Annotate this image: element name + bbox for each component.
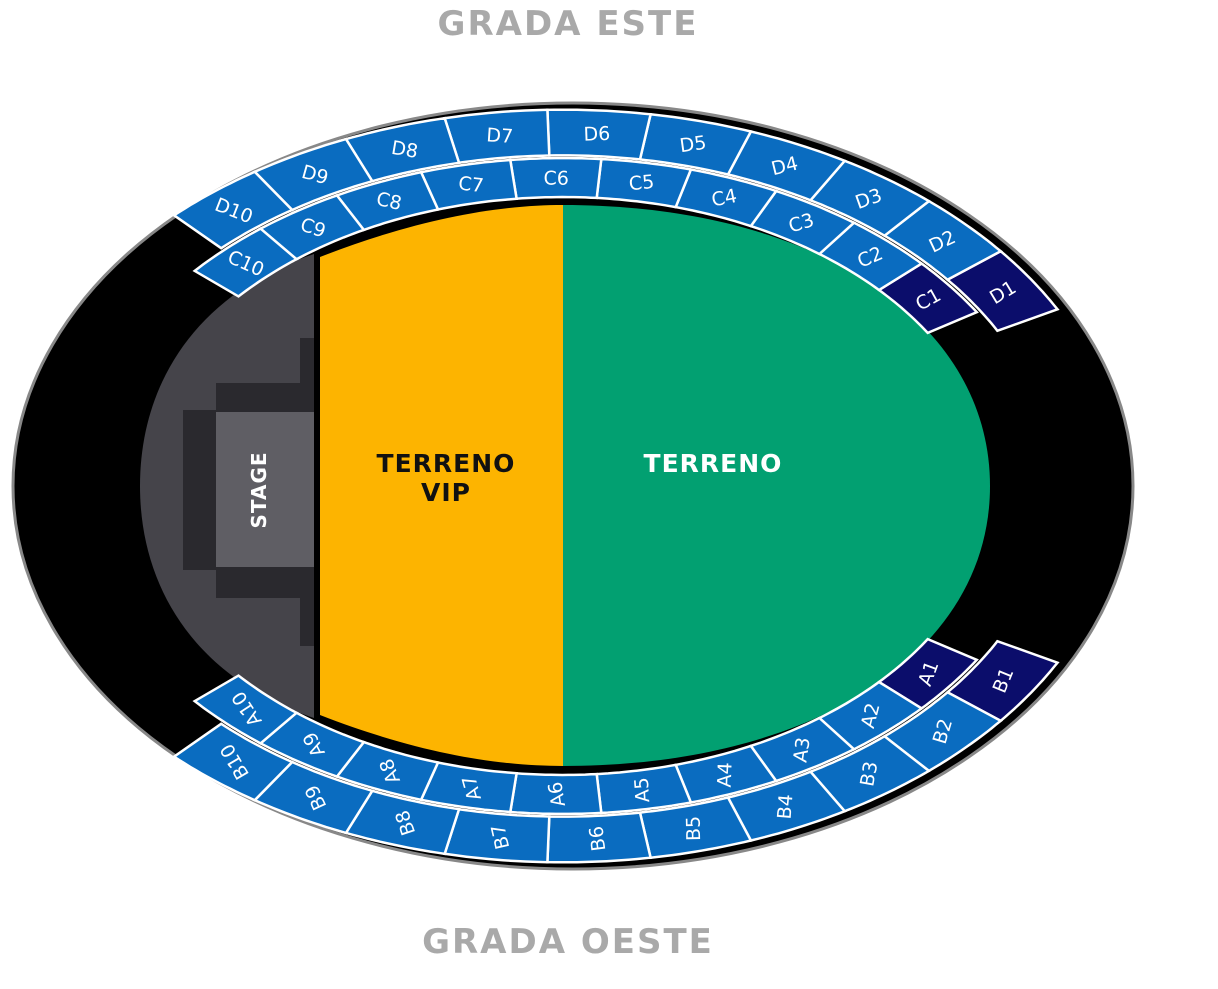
section-c10[interactable]: C10 <box>192 227 299 298</box>
zone-terreno-label: TERRENO <box>644 449 783 478</box>
section-label: C5 <box>628 171 655 195</box>
section-label: B4 <box>774 793 798 820</box>
section-d7[interactable]: D7 <box>443 108 551 165</box>
section-d5[interactable]: D5 <box>638 112 753 176</box>
stand-title-east: GRADA ESTE <box>437 4 699 44</box>
seating-sections: C1C2C3C4C5C6C7C8C9C10D1D2D3D4D5D6D7D8D9D… <box>171 108 1060 864</box>
section-label: B3 <box>856 760 882 789</box>
section-c6[interactable]: C6 <box>508 156 603 201</box>
section-d8[interactable]: D8 <box>344 116 461 183</box>
section-label: B7 <box>487 822 514 851</box>
section-label: B5 <box>683 816 705 842</box>
section-d10[interactable]: D10 <box>171 170 295 250</box>
section-c4[interactable]: C4 <box>673 168 779 228</box>
section-label: C4 <box>710 185 739 212</box>
section-a6[interactable]: A6 <box>508 771 603 816</box>
section-a5[interactable]: A5 <box>595 763 693 815</box>
section-label: C6 <box>543 167 569 189</box>
section-d3[interactable]: D3 <box>808 159 932 238</box>
stand-title-west: GRADA OESTE <box>422 922 714 962</box>
section-c7[interactable]: C7 <box>419 158 519 211</box>
section-a2[interactable]: A2 <box>817 680 924 751</box>
section-a10[interactable]: A10 <box>192 674 299 745</box>
section-label: A5 <box>631 777 655 803</box>
section-label: C8 <box>374 188 403 215</box>
section-d4[interactable]: D4 <box>726 130 847 202</box>
section-b6[interactable]: B6 <box>546 811 653 864</box>
section-b10[interactable]: B10 <box>171 722 295 802</box>
section-label: A4 <box>714 762 737 788</box>
section-label: C7 <box>457 172 485 197</box>
section-label: A3 <box>789 736 814 764</box>
section-a7[interactable]: A7 <box>419 761 519 814</box>
section-c1[interactable]: C1 <box>876 262 979 335</box>
section-b3[interactable]: B3 <box>808 734 932 813</box>
section-b7[interactable]: B7 <box>443 807 551 864</box>
zone-terreno[interactable] <box>563 205 990 766</box>
section-label: D7 <box>486 124 514 148</box>
section-b1[interactable]: B1 <box>945 639 1060 723</box>
section-a8[interactable]: A8 <box>334 740 440 802</box>
stage-label: STAGE <box>247 451 271 528</box>
section-label: A6 <box>544 780 570 808</box>
section-label: D6 <box>583 123 610 146</box>
zone-terreno-vip-label-line1: TERRENO <box>377 449 516 478</box>
section-label: D8 <box>390 137 420 163</box>
section-c5[interactable]: C5 <box>595 157 693 209</box>
section-label: D5 <box>678 132 707 157</box>
zone-terreno-vip[interactable] <box>320 205 563 766</box>
section-label: B6 <box>585 825 610 853</box>
zone-terreno-vip-label-line2: VIP <box>421 478 471 507</box>
section-d6[interactable]: D6 <box>546 108 653 161</box>
